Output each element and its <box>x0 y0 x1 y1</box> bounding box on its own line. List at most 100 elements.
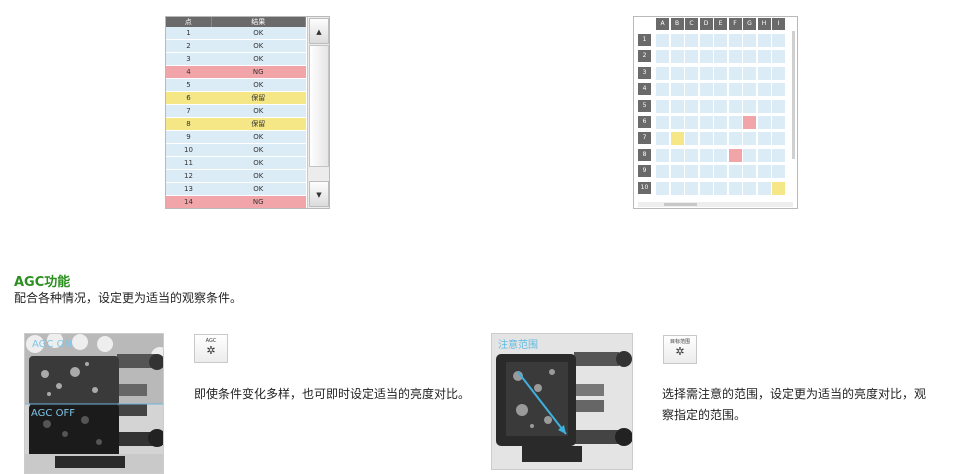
grid-cell[interactable] <box>757 165 771 179</box>
grid-cell[interactable] <box>714 132 727 146</box>
grid-cell[interactable] <box>685 148 698 162</box>
grid-cell[interactable] <box>670 34 684 47</box>
grid-cell[interactable] <box>743 34 756 47</box>
grid-cell[interactable] <box>670 165 684 179</box>
grid-cell[interactable] <box>656 116 669 129</box>
grid-cell[interactable] <box>757 148 771 162</box>
grid-cell[interactable] <box>714 165 727 179</box>
grid-cell[interactable] <box>699 50 713 64</box>
grid-cell[interactable] <box>699 132 713 146</box>
grid-cell[interactable] <box>743 165 756 179</box>
grid-cell[interactable] <box>685 116 698 129</box>
grid-cell[interactable] <box>656 165 669 179</box>
grid-cell[interactable] <box>656 148 669 162</box>
grid-cell[interactable] <box>714 148 727 162</box>
grid-cell[interactable] <box>685 132 698 146</box>
grid-cell[interactable] <box>757 83 771 97</box>
grid-cell[interactable] <box>728 34 742 47</box>
grid-cell[interactable] <box>757 181 771 195</box>
grid-horizontal-scrollbar[interactable] <box>638 202 793 207</box>
grid-cell[interactable] <box>699 165 713 179</box>
grid-cell[interactable] <box>699 148 713 162</box>
grid-cell[interactable] <box>772 83 785 97</box>
grid-cell[interactable] <box>728 99 742 113</box>
grid-cell[interactable] <box>757 132 771 146</box>
grid-cell[interactable] <box>772 99 785 113</box>
grid-cell[interactable] <box>728 132 742 146</box>
grid-cell[interactable] <box>670 66 684 80</box>
grid-cell[interactable] <box>656 66 669 80</box>
grid-cell[interactable] <box>656 132 669 146</box>
grid-cell[interactable] <box>699 116 713 129</box>
grid-cell[interactable] <box>772 165 785 179</box>
grid-cell[interactable] <box>757 66 771 80</box>
grid-cell[interactable] <box>699 83 713 97</box>
grid-cell[interactable] <box>670 83 684 97</box>
grid-cell[interactable] <box>728 66 742 80</box>
column-header-result[interactable]: 结果 <box>211 17 306 27</box>
grid-cell[interactable] <box>772 116 785 129</box>
grid-cell[interactable] <box>670 99 684 113</box>
grid-cell[interactable] <box>699 99 713 113</box>
grid-cell[interactable] <box>728 116 742 129</box>
grid-cell[interactable] <box>656 181 669 195</box>
grid-cell[interactable] <box>670 181 684 195</box>
grid-cell[interactable] <box>772 34 785 47</box>
grid-cell[interactable] <box>772 66 785 80</box>
grid-cell[interactable] <box>743 148 756 162</box>
grid-vertical-scrollbar[interactable] <box>792 31 795 159</box>
grid-cell[interactable] <box>714 99 727 113</box>
grid-cell[interactable] <box>714 34 727 47</box>
grid-cell[interactable] <box>714 66 727 80</box>
grid-cell[interactable] <box>670 116 684 129</box>
grid-cell[interactable] <box>743 66 756 80</box>
grid-cell[interactable] <box>656 83 669 97</box>
grid-cell[interactable] <box>728 83 742 97</box>
grid-cell[interactable] <box>714 83 727 97</box>
grid-cell[interactable] <box>757 99 771 113</box>
grid-cell[interactable] <box>772 148 785 162</box>
table-scrollbar[interactable]: ▲ ▼ <box>307 17 329 208</box>
grid-cell[interactable] <box>685 34 698 47</box>
scroll-up-button[interactable]: ▲ <box>309 18 329 44</box>
grid-cell[interactable] <box>757 50 771 64</box>
column-header-point[interactable]: 点 <box>166 17 212 27</box>
grid-cell[interactable] <box>699 34 713 47</box>
grid-cell[interactable] <box>757 34 771 47</box>
grid-cell[interactable] <box>656 99 669 113</box>
agc-button[interactable]: AGC ✲ <box>194 334 228 363</box>
grid-cell[interactable] <box>685 99 698 113</box>
target-area-button[interactable]: 目标范围 ✲ <box>663 335 697 364</box>
grid-cell[interactable] <box>772 50 785 64</box>
grid-cell[interactable] <box>743 50 756 64</box>
grid-cell[interactable] <box>656 50 669 64</box>
grid-cell[interactable] <box>685 83 698 97</box>
grid-cell[interactable] <box>728 165 742 179</box>
scroll-thumb[interactable] <box>309 45 329 167</box>
grid-cell[interactable] <box>757 116 771 129</box>
scroll-down-button[interactable]: ▼ <box>309 181 329 207</box>
grid-cell[interactable] <box>685 181 698 195</box>
grid-cell[interactable] <box>670 50 684 64</box>
grid-cell[interactable] <box>685 50 698 64</box>
grid-cell[interactable] <box>699 181 713 195</box>
grid-cell[interactable] <box>699 66 713 80</box>
grid-cell[interactable] <box>714 181 727 195</box>
grid-cell[interactable] <box>772 132 785 146</box>
grid-cell[interactable] <box>685 66 698 80</box>
grid-cell[interactable] <box>714 50 727 64</box>
grid-cell[interactable] <box>743 99 756 113</box>
grid-cell[interactable] <box>714 116 727 129</box>
grid-cell-hold[interactable] <box>772 181 785 195</box>
